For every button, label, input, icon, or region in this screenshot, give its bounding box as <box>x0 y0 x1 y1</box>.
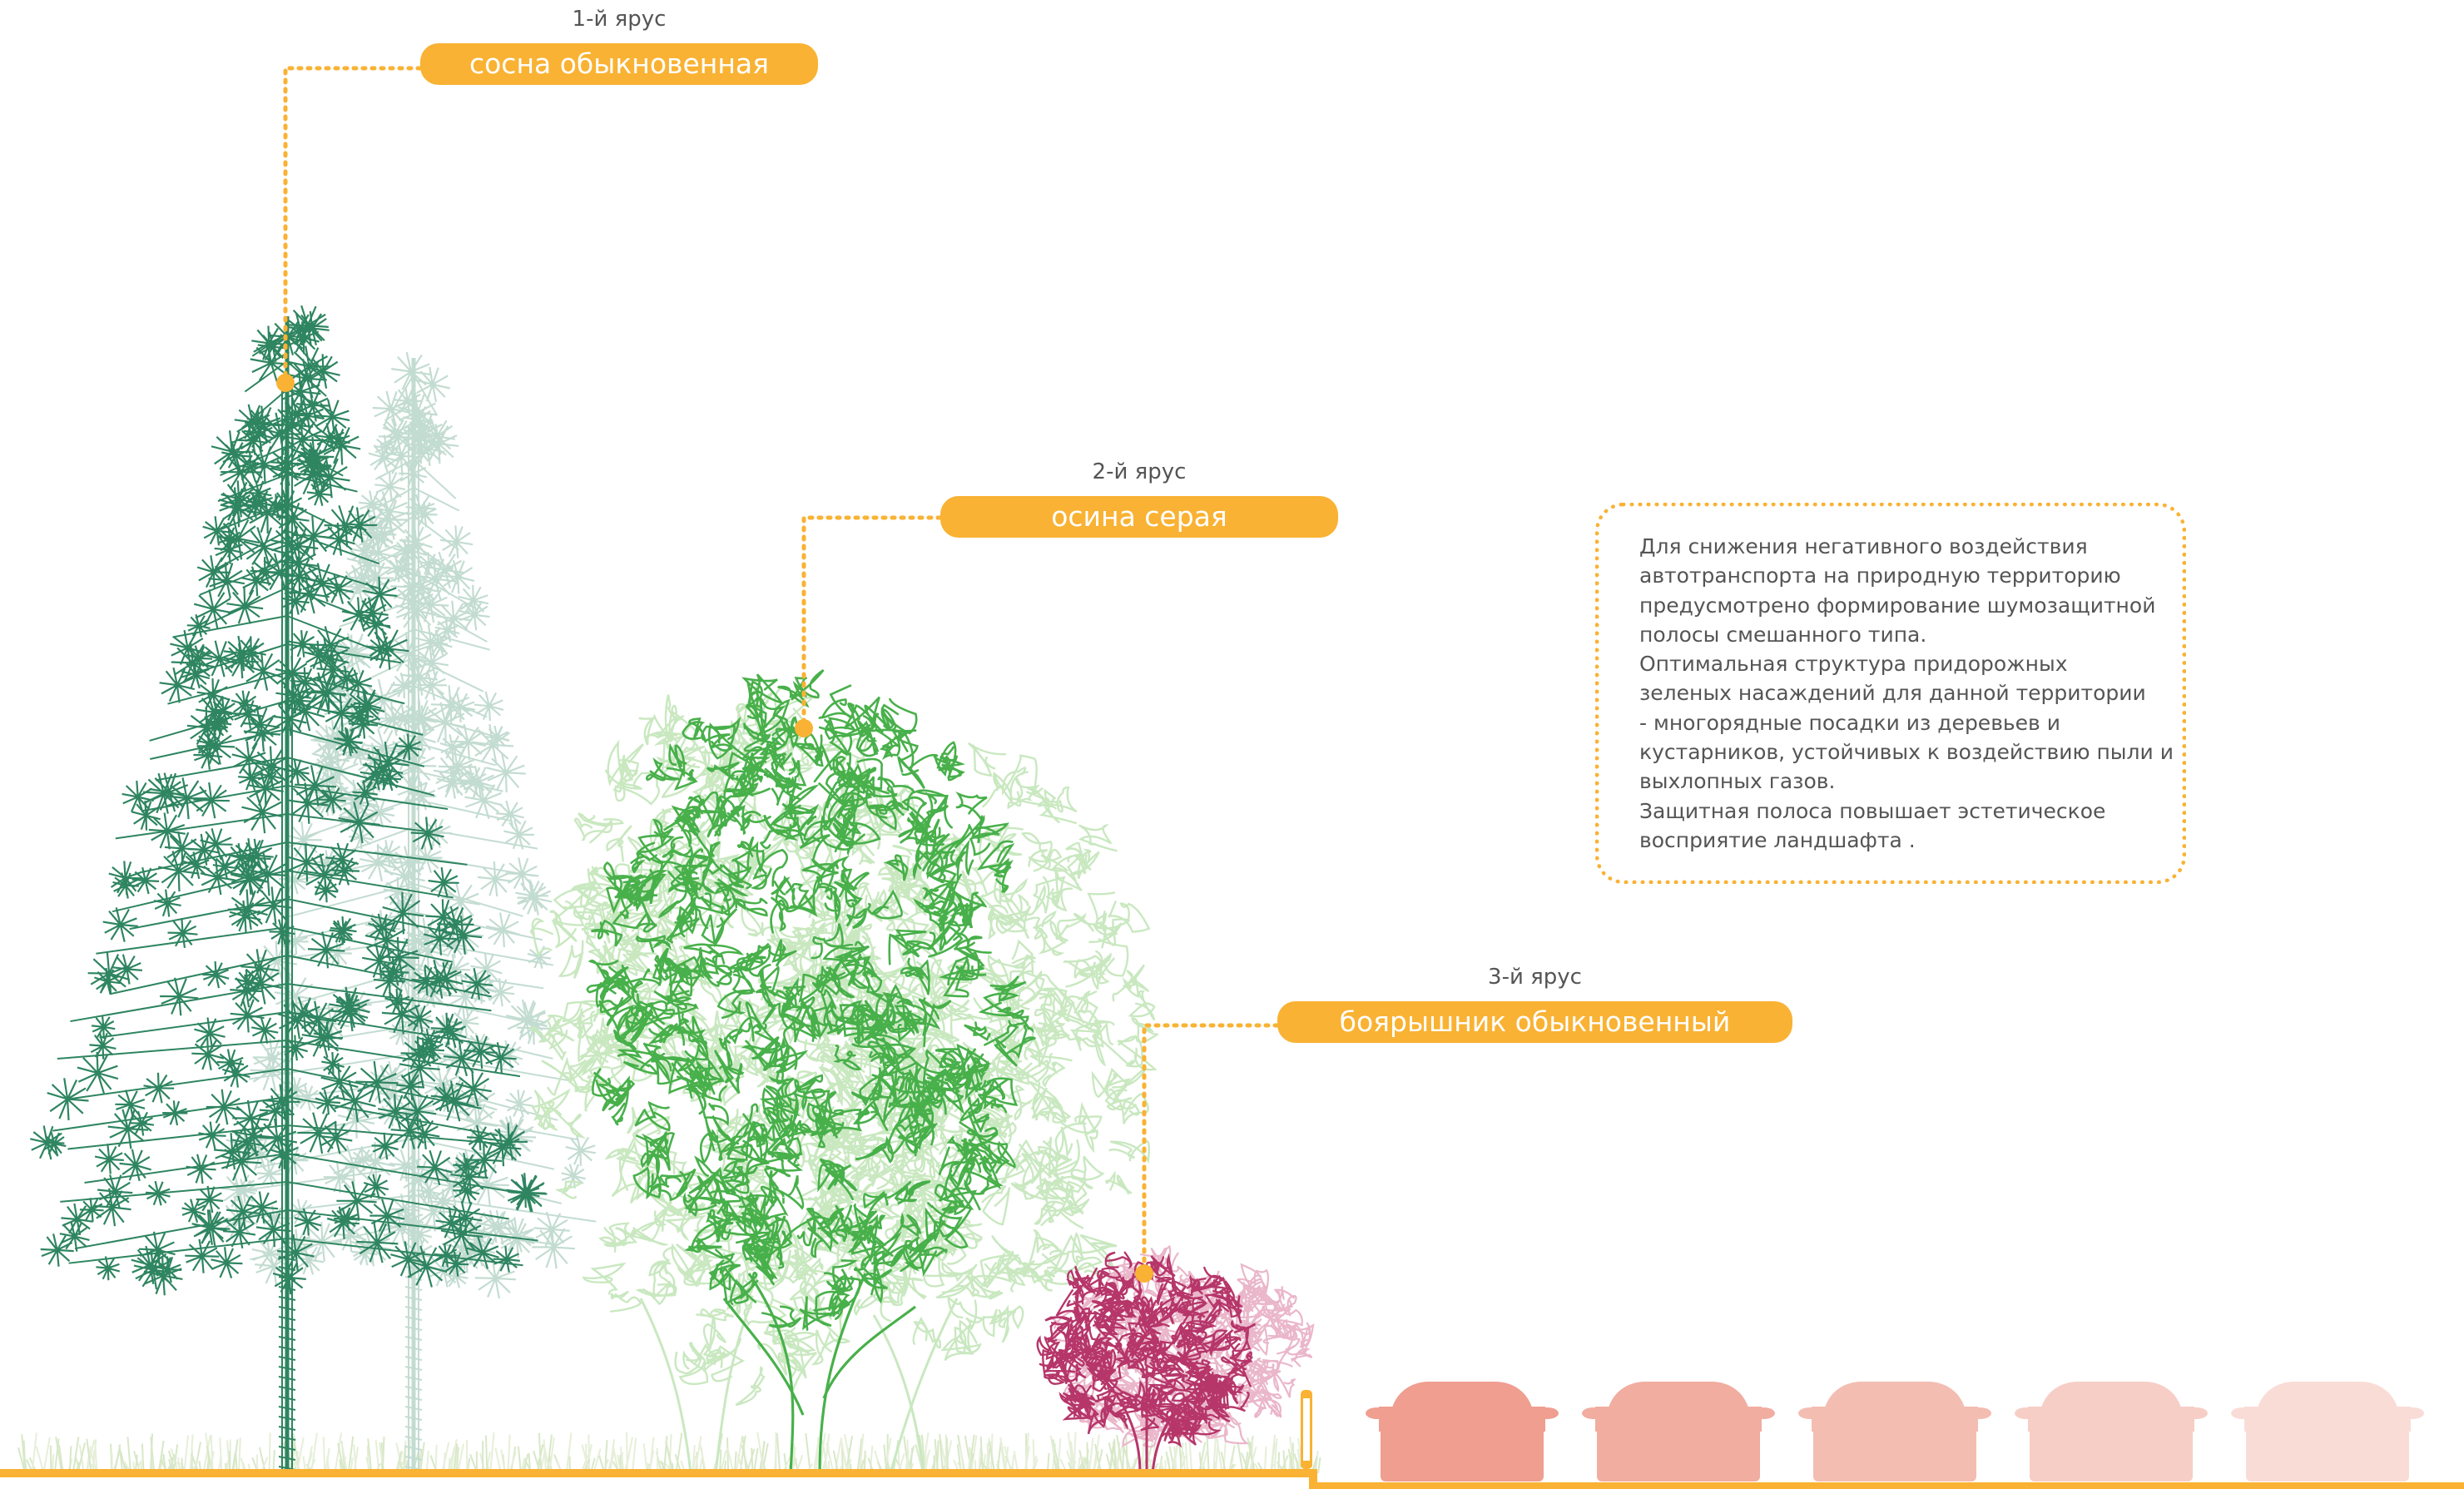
info-box: Для снижения негативного воздействия авт… <box>1595 503 2186 884</box>
info-line: восприятие ландшафта . <box>1639 827 1916 852</box>
info-line: полосы смешанного типа. <box>1639 622 1927 647</box>
info-line: - многорядные посадки из деревьев и <box>1639 710 2060 735</box>
car-icon <box>1798 1382 1991 1482</box>
tier-1-label: 1-й ярус сосна обыкновенная <box>420 7 818 85</box>
tier-3-species-pill: боярышник обыкновенный <box>1277 1001 1792 1043</box>
tier-3-caption: 3-й ярус <box>1488 965 1582 990</box>
info-line: предусмотрено формирование шумозащитной <box>1639 593 2156 618</box>
tier-1-caption: 1-й ярус <box>572 7 667 32</box>
tier-1-species-pill: сосна обыкновенная <box>420 43 818 85</box>
aspen-tree-icon <box>586 669 1036 1474</box>
car-icon <box>1366 1382 1559 1482</box>
info-line: Для снижения негативного воздействия <box>1639 534 2088 558</box>
pine-tree-back-icon <box>220 351 597 1473</box>
tier-2-label: 2-й ярус осина серая <box>940 459 1338 538</box>
car-row <box>1366 1382 2424 1482</box>
info-line: кустарников, устойчивых к воздействию пы… <box>1639 740 2174 765</box>
marker-dot <box>1135 1264 1153 1283</box>
tier-3-label: 3-й ярус боярышник обыкновенный <box>1277 965 1792 1043</box>
marker-dot <box>795 719 813 737</box>
pine-tree-icon <box>30 305 548 1473</box>
tier-2-caption: 2-й ярус <box>1092 459 1187 484</box>
marker-dot <box>276 374 295 392</box>
tier-2-species-pill: осина серая <box>940 496 1338 538</box>
car-icon <box>1582 1382 1775 1482</box>
info-line: выхлопных газов. <box>1639 769 1836 794</box>
bollard-icon <box>1301 1390 1312 1469</box>
info-line: автотранспорта на природную территорию <box>1639 563 2121 588</box>
hawthorn-shrub-icon <box>1036 1251 1256 1474</box>
car-icon <box>2231 1382 2424 1482</box>
info-line: Оптимальная структура придорожных <box>1639 652 2068 677</box>
leader-lines <box>276 66 1280 1283</box>
info-line: зеленых насаждений для данной территории <box>1639 681 2146 706</box>
car-icon <box>2015 1382 2208 1482</box>
ground-line <box>0 1469 2464 1489</box>
info-line: Защитная полоса повышает эстетическое <box>1639 798 2106 823</box>
